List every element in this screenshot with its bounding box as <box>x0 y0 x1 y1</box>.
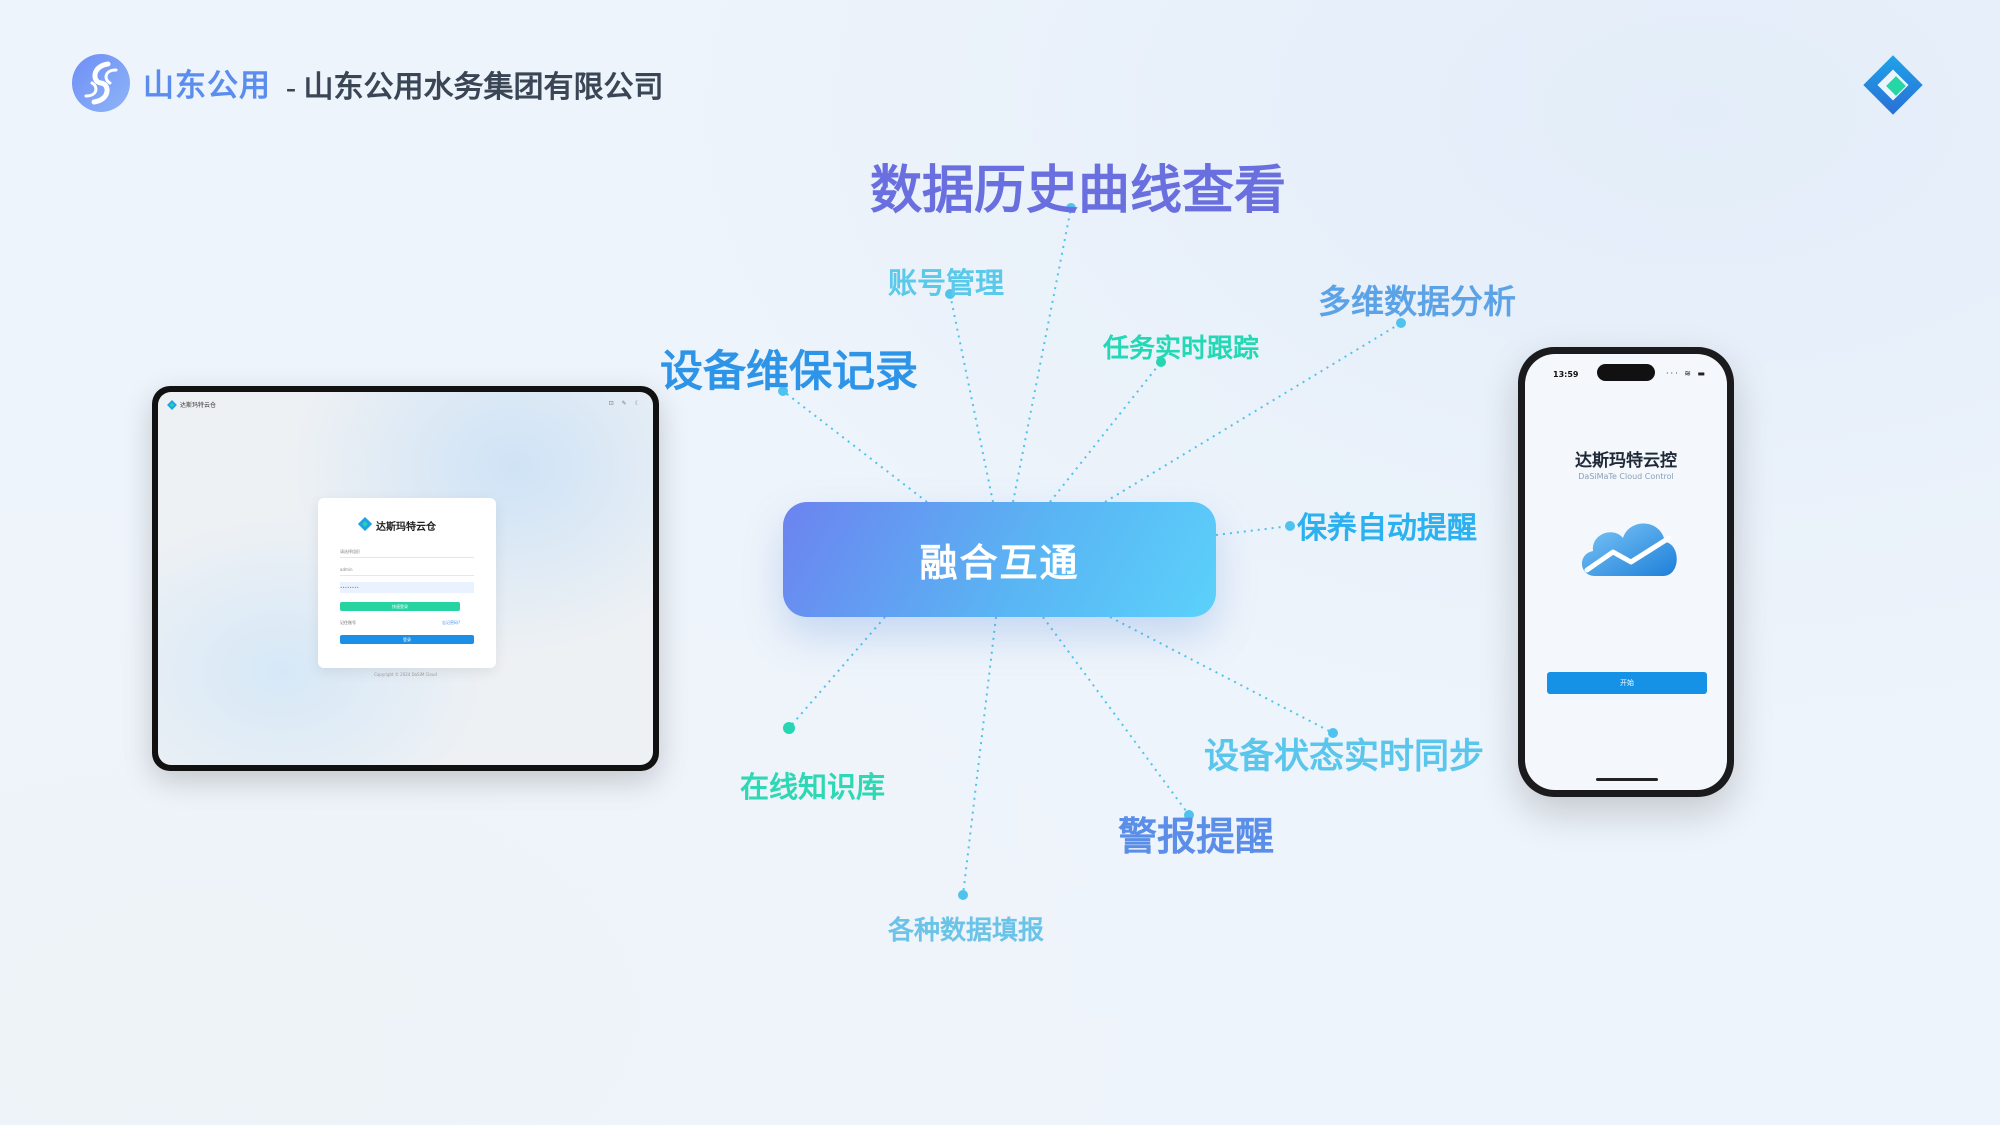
phone-app-subtitle: DaSiMaTe Cloud Control <box>1578 472 1674 481</box>
feature-account-label: 账号管理 <box>888 268 1005 300</box>
phone-app-title: 达斯玛特云控 <box>1575 451 1677 471</box>
feature-knowledge-base-label: 在线知识库 <box>740 772 886 804</box>
dot-account <box>945 289 955 299</box>
login-card: 达斯玛特云仓 请选择组织 admin •••••••• 快速登录 记住账号 忘记… <box>318 498 496 668</box>
phone-status-time: 13:59 <box>1553 370 1579 379</box>
tablet-app-title: 达斯玛特云仓 <box>180 402 217 409</box>
dot-alarm <box>1184 810 1194 820</box>
line-remind <box>1215 525 1291 536</box>
feature-auto-remind-label: 保养自动提醒 <box>1297 512 1477 545</box>
org-select[interactable]: 请选择组织 <box>340 546 474 558</box>
feature-status-sync-label: 设备状态实时同步 <box>1204 737 1485 776</box>
password-field[interactable]: •••••••• <box>340 582 474 593</box>
brand-name: 山东公用 <box>143 68 271 104</box>
cloud-chart-icon <box>1581 523 1677 576</box>
remember-checkbox[interactable]: 记住账号 <box>340 620 356 625</box>
feature-maintenance-label: 设备维保记录 <box>660 349 918 396</box>
feature-data-fill-label: 各种数据填报 <box>888 916 1045 945</box>
dot-maintenance <box>778 386 788 396</box>
feature-alarm-label: 警报提醒 <box>1118 816 1275 859</box>
line-maintenance <box>782 390 928 503</box>
phone-dynamic-island <box>1597 364 1655 381</box>
line-fill <box>962 616 997 896</box>
tablet-footer: Copyright © 2024 DaSiM Cloud <box>374 672 437 677</box>
line-history <box>1012 207 1072 503</box>
dot-fill <box>958 890 968 900</box>
feature-task-tracking-label: 任务实时跟踪 <box>1103 334 1260 363</box>
forgot-password-link[interactable]: 忘记密码? <box>442 620 461 625</box>
line-task <box>1049 361 1162 503</box>
phone-device: 13:59 ··· ≋ ▬ 达斯玛特云控 DaSiMaTe Cloud Cont… <box>1518 347 1734 797</box>
center-hub-box: 融合互通 <box>783 502 1216 617</box>
username-field[interactable]: admin <box>340 564 474 576</box>
phone-home-indicator <box>1596 778 1658 781</box>
phone-screen: 13:59 ··· ≋ ▬ 达斯玛特云控 DaSiMaTe Cloud Cont… <box>1525 354 1727 790</box>
dot-sync <box>1328 728 1338 738</box>
brand-logo-icon <box>72 54 130 112</box>
login-title: 达斯玛特云仓 <box>376 522 436 533</box>
dot-multi <box>1396 318 1406 328</box>
center-hub-label: 融合互通 <box>919 543 1080 585</box>
line-knowledge <box>788 616 886 729</box>
feature-multi-analysis-label: 多维数据分析 <box>1318 285 1516 321</box>
app-logo-icon <box>167 400 177 410</box>
corner-logo-icon <box>1863 55 1923 115</box>
line-account <box>949 293 994 503</box>
tablet-toolbar-icons[interactable]: ⊡ ✎ ☾ <box>608 400 643 407</box>
line-sync <box>1109 616 1334 734</box>
dot-history <box>1066 203 1076 213</box>
tablet-screen: 达斯玛特云仓 ⊡ ✎ ☾ 达斯玛特云仓 请选择组织 admin ••••••••… <box>158 392 653 765</box>
start-button[interactable]: 开始 <box>1547 672 1707 694</box>
company-name: - 山东公用水务集团有限公司 <box>286 71 664 104</box>
quick-login-button[interactable]: 快速登录 <box>340 602 460 611</box>
dot-remind <box>1285 521 1295 531</box>
dot-task <box>1156 357 1166 367</box>
phone-status-icons: ··· ≋ ▬ <box>1666 369 1707 378</box>
dot-knowledge <box>783 722 795 734</box>
line-multi <box>1104 322 1402 503</box>
tablet-device: 达斯玛特云仓 ⊡ ✎ ☾ 达斯玛特云仓 请选择组织 admin ••••••••… <box>152 386 659 771</box>
login-logo-icon <box>358 517 372 531</box>
login-button[interactable]: 登录 <box>340 635 474 644</box>
feature-history-label: 数据历史曲线查看 <box>870 163 1287 220</box>
